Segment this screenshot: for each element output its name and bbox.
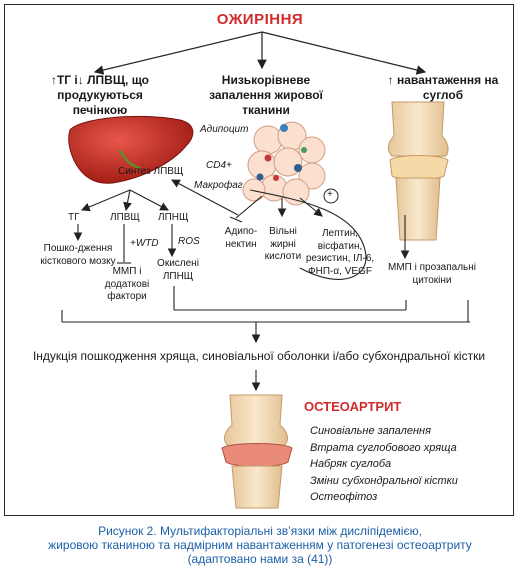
feature-item: Набряк суглоба <box>310 458 392 470</box>
adipose-tissue-illustration <box>242 121 326 206</box>
figure-frame <box>4 4 514 516</box>
plus-sign: + <box>327 189 333 200</box>
knee-illustration-top <box>387 101 449 241</box>
branch-left-heading: ↑ТГ і↓ ЛПВЩ, що продукуються печінкою <box>50 73 150 117</box>
caption-line-1: Рисунок 2. Мультифакторіальні зв’язки мі… <box>98 524 422 538</box>
hdl-synthesis-label: Синтез ЛПВЩ <box>118 166 184 177</box>
feature-item: Зміни субхондральної кістки <box>310 474 458 487</box>
tg-label: ТГ <box>68 212 80 223</box>
ros-label: ROS <box>178 236 200 247</box>
liver-illustration <box>68 115 194 184</box>
free-fatty-acids-label: Вільні жирні кислоти <box>264 226 302 262</box>
feature-item: Остеофітоз <box>310 491 378 503</box>
adipocyte-label: Адипоцит <box>200 124 249 135</box>
feature-item: Синовіальне запалення <box>310 425 431 437</box>
osteoarthritis-features-list: Синовіальне запалення Втрата суглобового… <box>310 423 458 506</box>
feature-item: Втрата суглобового хряща <box>310 441 457 454</box>
plus-circle <box>323 188 339 204</box>
induction-text: Індукція пошкодження хряща, синовіальної… <box>32 349 486 363</box>
caption-line-3: (адаптовано нами за (41)) <box>187 552 333 566</box>
adipokines-label: Лептин, вісфатин, резистин, ІЛ-6, ФНП-α,… <box>305 228 375 277</box>
wtd-label: +WTD <box>130 238 159 249</box>
caption-line-2: жировою тканиною та надмірним навантажен… <box>48 538 472 552</box>
branch-center-heading: Низькорівневе запалення жирової тканини <box>209 73 323 117</box>
figure-caption: Рисунок 2. Мультифакторіальні зв’язки мі… <box>0 524 520 566</box>
osteoarthritis-title: ОСТЕОАРТРИТ <box>304 399 402 414</box>
oxidized-ldl-label: Окислені ЛПНЩ <box>157 258 199 282</box>
adiponectin-label: Адипо-нектин <box>224 226 258 250</box>
ldl-label: ЛПНЩ <box>158 212 189 223</box>
mmp-cytokines-label: ММП і прозапальні цитокіни <box>388 262 476 286</box>
page-title: ОЖИРІННЯ <box>216 11 304 28</box>
knee-illustration-bottom <box>221 394 293 509</box>
top-arrows <box>93 31 427 75</box>
hdl-label: ЛПВЩ <box>110 212 140 223</box>
pathway-arrows <box>61 179 470 392</box>
cd4-label: CD4+ <box>206 160 232 171</box>
mmp-factors-label: ММП і додаткові фактори <box>104 266 150 302</box>
macrophage-label: Макрофаг <box>194 180 243 191</box>
branch-right-heading: ↑ навантаження на суглоб <box>387 73 499 102</box>
bone-damage-label: Пошко-дження кісткового мозку <box>40 243 116 267</box>
